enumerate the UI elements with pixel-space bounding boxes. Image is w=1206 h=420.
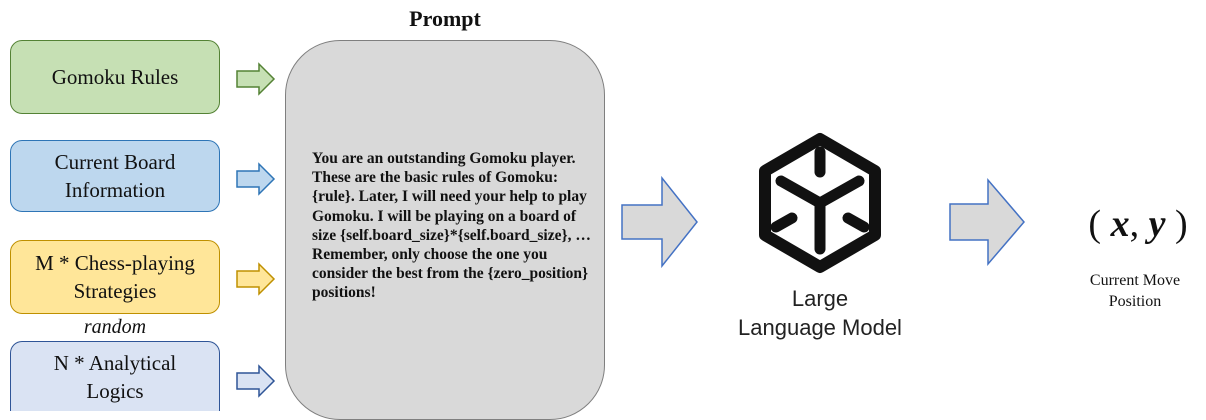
- output-coordinates: ( x, y ): [1068, 202, 1206, 246]
- y-symbol: y: [1148, 203, 1166, 245]
- strategies-label-line1: M * Chess-playing: [35, 251, 195, 275]
- move-position-line2: Position: [1108, 293, 1162, 310]
- model-label-line1: Large: [791, 286, 849, 311]
- prompt-box: You are an outstanding Gomoku player. Th…: [285, 40, 605, 420]
- logics-label-line2: Logics: [86, 378, 144, 403]
- cube-icon: [759, 133, 881, 273]
- gomoku-rules-box: Gomoku Rules: [10, 40, 220, 114]
- arrow-to-model-icon: [621, 175, 698, 269]
- model-label: Large Language Model: [710, 284, 930, 342]
- move-position-line1: Current Move: [1089, 272, 1181, 289]
- comma: ,: [1129, 203, 1140, 245]
- logics-label-line1: N * Analytical: [53, 350, 177, 375]
- arrow-logics-icon: [236, 364, 276, 398]
- arrow-strategies-icon: [236, 262, 276, 296]
- arrow-to-output-icon: [949, 177, 1025, 267]
- prompt-title: Prompt: [409, 6, 481, 31]
- strategies-box: M * Chess-playing Strategies: [10, 240, 220, 314]
- board-info-label-line1: Current Board: [54, 150, 176, 174]
- board-info-box: Current Board Information: [10, 140, 220, 212]
- strategies-label-line2: Strategies: [73, 279, 157, 303]
- prompt-text-block1: You are an outstanding Gomoku player. Th…: [312, 150, 591, 244]
- x-symbol: x: [1110, 203, 1130, 245]
- analytical-logics-box: N * Analytical Logics: [10, 341, 220, 411]
- random-label: random: [83, 316, 147, 338]
- model-label-line2: Language Model: [738, 315, 902, 340]
- move-position-label: Current Move Position: [1060, 270, 1206, 312]
- close-paren: ): [1174, 203, 1188, 245]
- board-info-label-line2: Information: [64, 178, 166, 202]
- prompt-text: You are an outstanding Gomoku player. Th…: [312, 149, 597, 303]
- arrow-board-icon: [236, 162, 276, 196]
- gomoku-rules-label: Gomoku Rules: [51, 65, 179, 89]
- diagram-graphics: [236, 62, 1025, 398]
- arrow-rules-icon: [236, 62, 276, 96]
- prompt-text-block2: Remember, only choose the one you consid…: [312, 246, 589, 302]
- open-paren: (: [1088, 203, 1102, 245]
